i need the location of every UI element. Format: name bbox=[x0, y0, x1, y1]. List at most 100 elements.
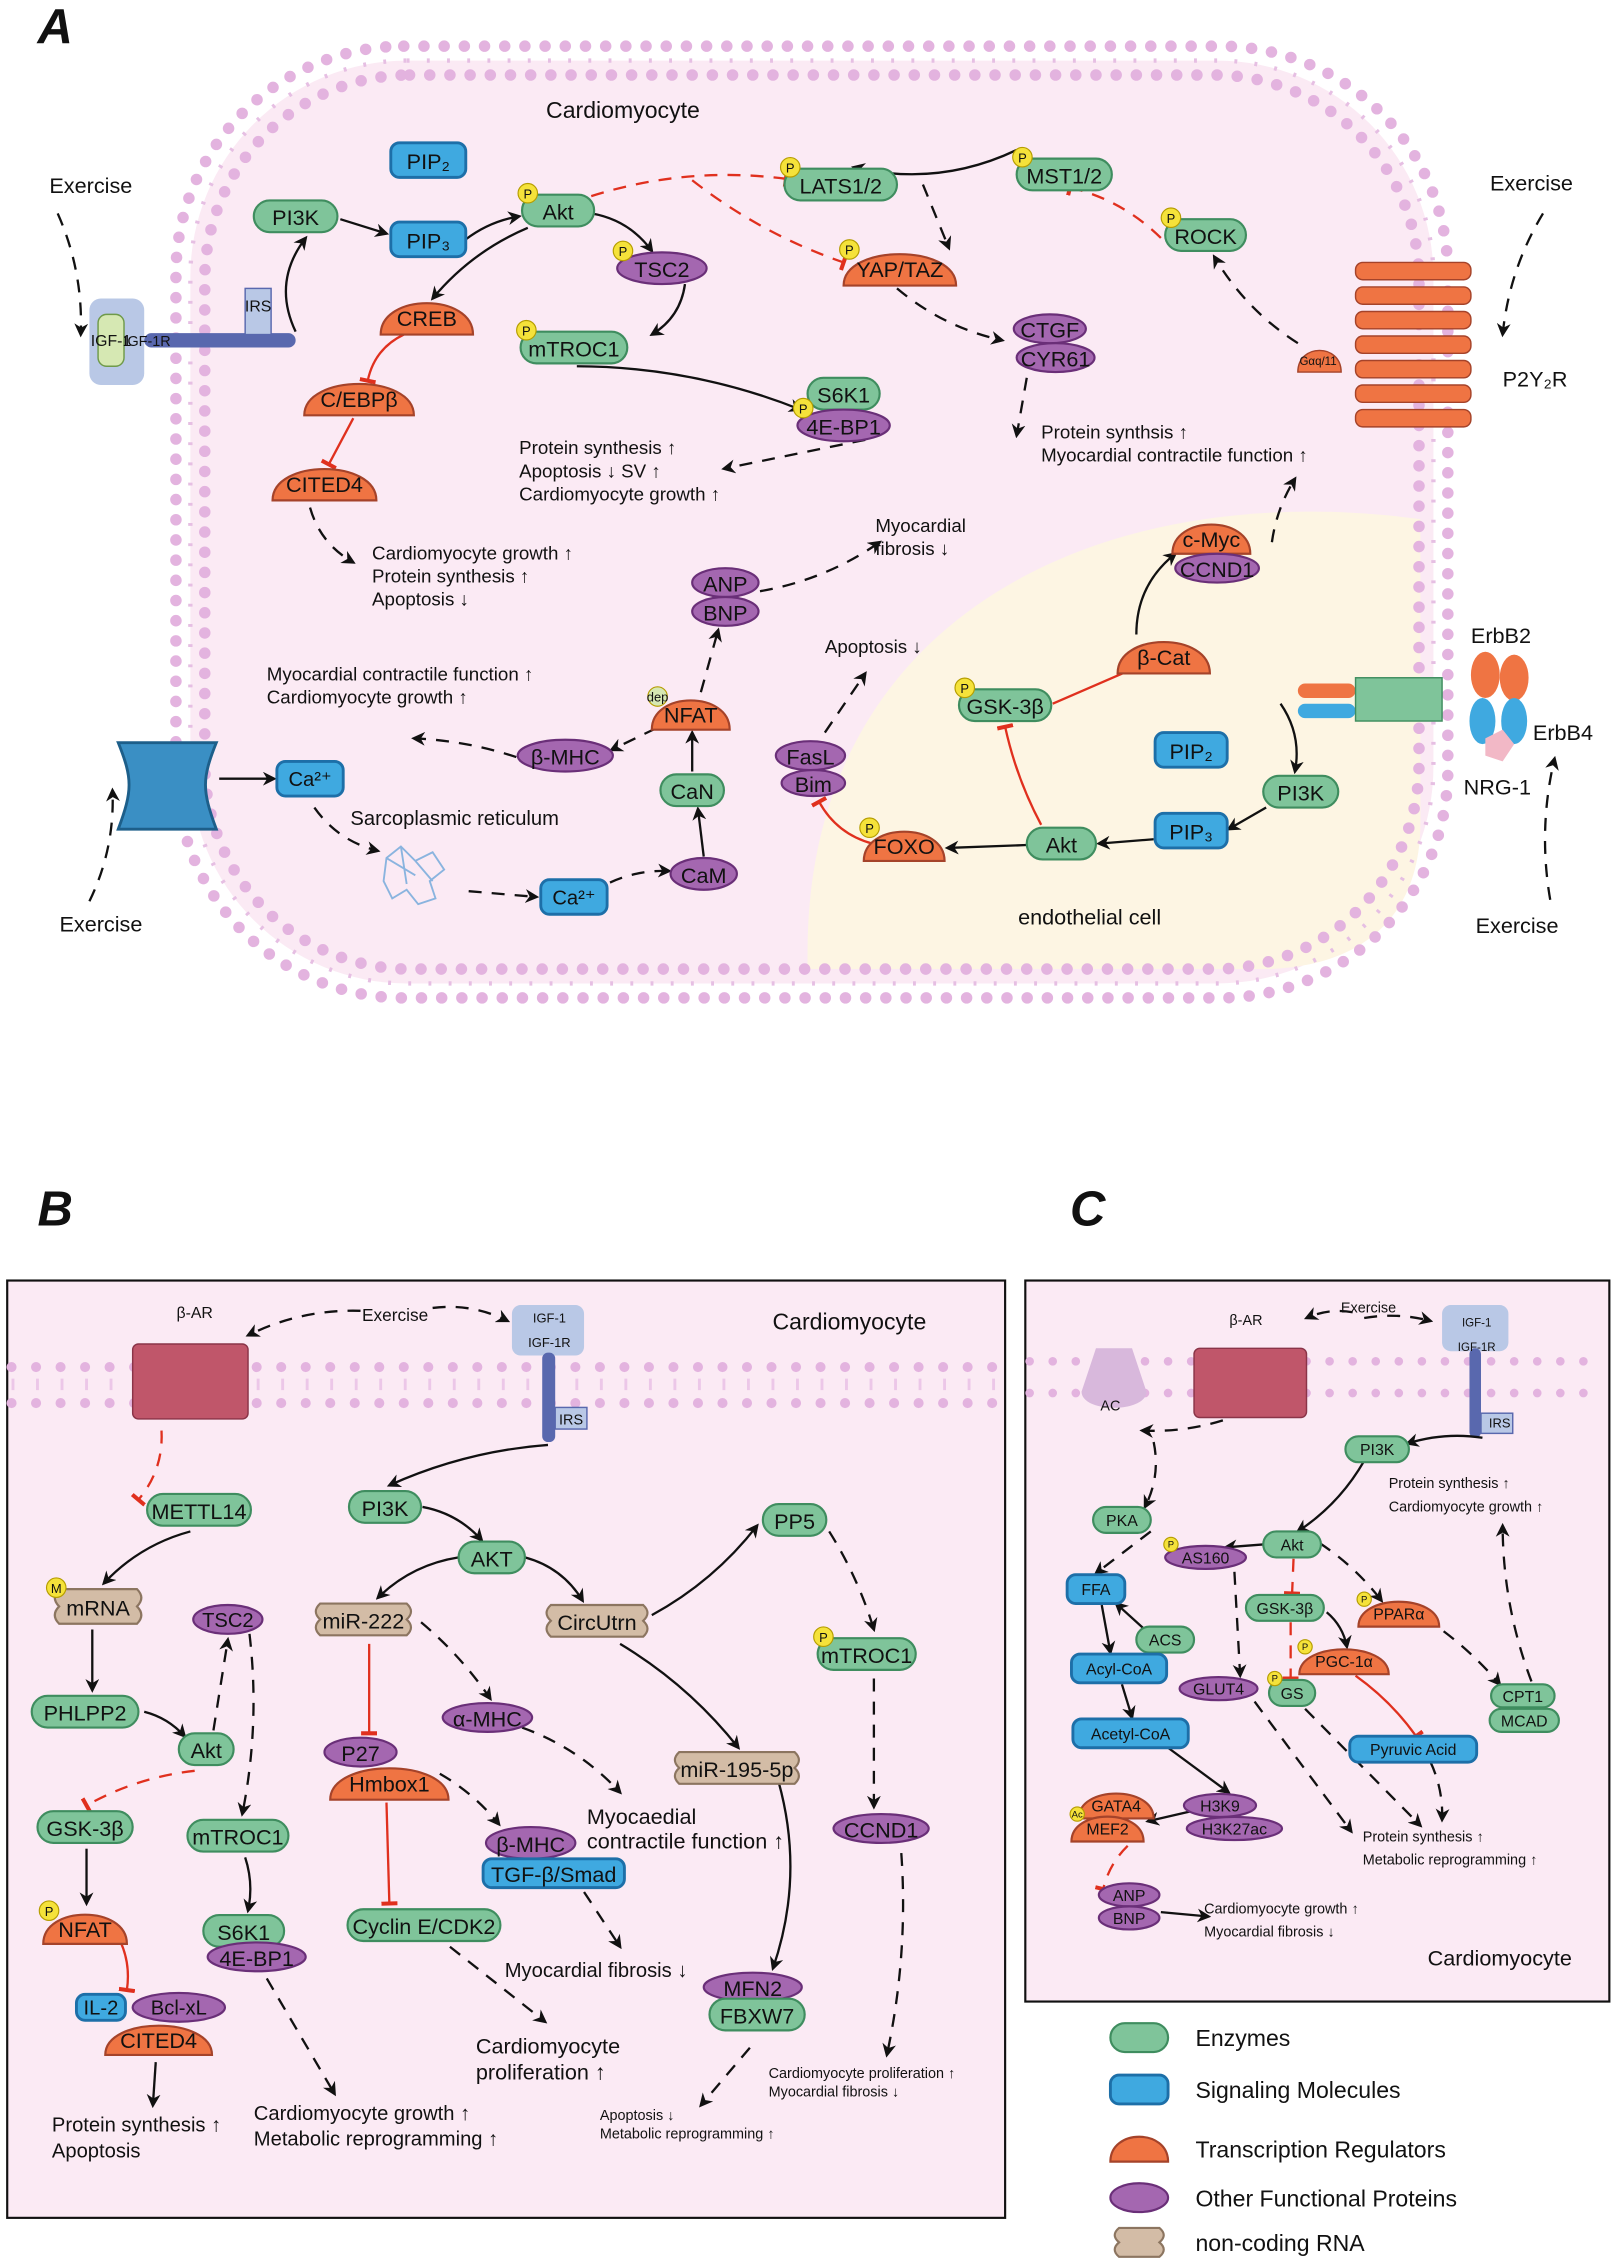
node-label: c-Myc bbox=[1183, 527, 1241, 552]
tf-shape bbox=[1116, 640, 1211, 675]
node-gata4: GATA4 bbox=[1077, 1792, 1155, 1820]
node-s6k1: S6K1 bbox=[202, 1913, 286, 1948]
modification-badge: P bbox=[1356, 1591, 1372, 1607]
node-label: CCND1 bbox=[1180, 557, 1255, 582]
node-label: Bim bbox=[795, 772, 832, 797]
modification-label: P bbox=[1167, 211, 1176, 226]
node-label: Hmbox1 bbox=[349, 1771, 430, 1796]
signal-shape bbox=[389, 141, 468, 179]
node-label: Pyruvic Acid bbox=[1370, 1742, 1456, 1759]
modification-badge: P bbox=[516, 319, 537, 341]
activation-edge bbox=[313, 806, 381, 855]
node-label: PPARα bbox=[1373, 1607, 1424, 1624]
activation-edge bbox=[1364, 1311, 1434, 1325]
node-label: CircUtrn bbox=[557, 1610, 636, 1635]
erbb-receptor bbox=[1297, 651, 1529, 762]
node-label: TSC2 bbox=[634, 257, 689, 282]
node-gs: GSP bbox=[1267, 1670, 1317, 1708]
activation-edge bbox=[619, 1642, 741, 1750]
node-label: FFA bbox=[1081, 1582, 1111, 1599]
node-mettl14: METTL14 bbox=[146, 1492, 253, 1527]
activation-edge bbox=[432, 1305, 511, 1323]
activation-edge bbox=[56, 212, 89, 338]
node-cyr61: CYR61 bbox=[1015, 342, 1096, 374]
modification-label: P bbox=[522, 323, 531, 338]
enzyme-shape bbox=[1488, 1707, 1560, 1733]
modification-label: P bbox=[1272, 1674, 1278, 1685]
activation-edge bbox=[422, 1505, 484, 1543]
activation-edge bbox=[1135, 552, 1178, 635]
activation-edge bbox=[1325, 1611, 1352, 1650]
node-gsk-3-: GSK-3βP bbox=[954, 677, 1053, 723]
calcium-channel bbox=[116, 741, 219, 831]
label-a-o1c: Cardiomyocyte growth ↑ bbox=[519, 483, 720, 504]
node-label: BNP bbox=[703, 600, 747, 625]
other-shape bbox=[1174, 552, 1261, 584]
legend-label: non-coding RNA bbox=[1195, 2230, 1365, 2256]
label-b-o6a: Apoptosis ↓ bbox=[600, 2108, 674, 2124]
node-label: AS160 bbox=[1182, 1550, 1230, 1567]
label-a-o5a: Myocardial contractile function ↑ bbox=[267, 664, 534, 685]
label-a-ex2: Exercise bbox=[1490, 170, 1573, 195]
activation-edge bbox=[1304, 1708, 1423, 1828]
node-hmbox1: Hmbox1 bbox=[329, 1767, 450, 1801]
label-a-sr: Sarcoplasmic reticulum bbox=[350, 808, 559, 830]
legend-label: Other Functional Proteins bbox=[1195, 2185, 1457, 2211]
beta-ar-receptor bbox=[131, 1343, 249, 1420]
node-label: MEF2 bbox=[1086, 1821, 1128, 1838]
activation-edge bbox=[896, 287, 1005, 345]
activation-edge bbox=[692, 806, 707, 857]
label-a-irs: IRS bbox=[245, 298, 271, 315]
node-bnp: BNP bbox=[1097, 1905, 1161, 1931]
activation-edge bbox=[1253, 1700, 1353, 1834]
modification-badge: P bbox=[813, 1626, 834, 1648]
other-shape bbox=[780, 768, 847, 798]
enzyme-shape bbox=[520, 193, 596, 228]
signal-shape bbox=[1071, 1717, 1190, 1750]
node-label: CaM bbox=[681, 863, 727, 888]
node-mfn2: MFN2 bbox=[702, 1971, 803, 2003]
node-label: PGC-1α bbox=[1315, 1654, 1373, 1671]
rna-shape bbox=[1113, 2226, 1165, 2258]
other-shape bbox=[1097, 1905, 1161, 1931]
igf-1r-receptor bbox=[89, 287, 296, 386]
modification-badge: P bbox=[517, 182, 539, 204]
inhibition-edge bbox=[130, 1430, 163, 1507]
adenylyl-cyclase bbox=[1081, 1348, 1147, 1408]
modification-label: P bbox=[786, 160, 795, 175]
node-label: YAP/TAZ bbox=[856, 257, 943, 282]
node-label: METTL14 bbox=[152, 1499, 247, 1524]
activation-edge bbox=[882, 1852, 905, 2058]
activation-edge bbox=[823, 671, 867, 734]
enzyme-shape bbox=[1262, 1530, 1323, 1559]
modification-label: P bbox=[865, 821, 874, 836]
legend-item-tf: Transcription Regulators bbox=[1109, 2135, 1446, 2163]
label-a-o4b: fibrosis ↓ bbox=[875, 538, 949, 559]
rna-shape bbox=[545, 1603, 649, 1638]
node-tgf-smad: TGF-β/Smad bbox=[481, 1857, 626, 1890]
activation-edge bbox=[430, 226, 529, 301]
node-ca-: Ca²⁺ bbox=[539, 878, 609, 916]
modification-badge: P bbox=[839, 239, 860, 260]
modification-label: P bbox=[45, 1904, 54, 1919]
label-b-o3a: Cardiomyocyte bbox=[476, 2033, 620, 2058]
node-label: PI3K bbox=[362, 1496, 409, 1521]
node-pi3k: PI3K bbox=[1344, 1435, 1410, 1464]
activation-edge bbox=[1011, 377, 1028, 439]
label-a-nrg1: NRG-1 bbox=[1464, 775, 1531, 800]
label-b-o5b: Metabolic reprogramming ↑ bbox=[254, 2129, 498, 2151]
node-mcad: MCAD bbox=[1488, 1707, 1560, 1733]
activation-edge bbox=[1139, 1419, 1224, 1438]
inhibition-edge bbox=[811, 796, 873, 845]
tf-shape bbox=[1077, 1792, 1155, 1820]
legend-label: Transcription Regulators bbox=[1195, 2136, 1445, 2162]
activation-edge bbox=[284, 235, 308, 333]
node-label: CPT1 bbox=[1503, 1689, 1544, 1706]
node-pip-: PIP₂ bbox=[1153, 731, 1229, 769]
node-ccnd1: CCND1 bbox=[832, 1813, 930, 1845]
activation-edge bbox=[143, 1710, 187, 1739]
